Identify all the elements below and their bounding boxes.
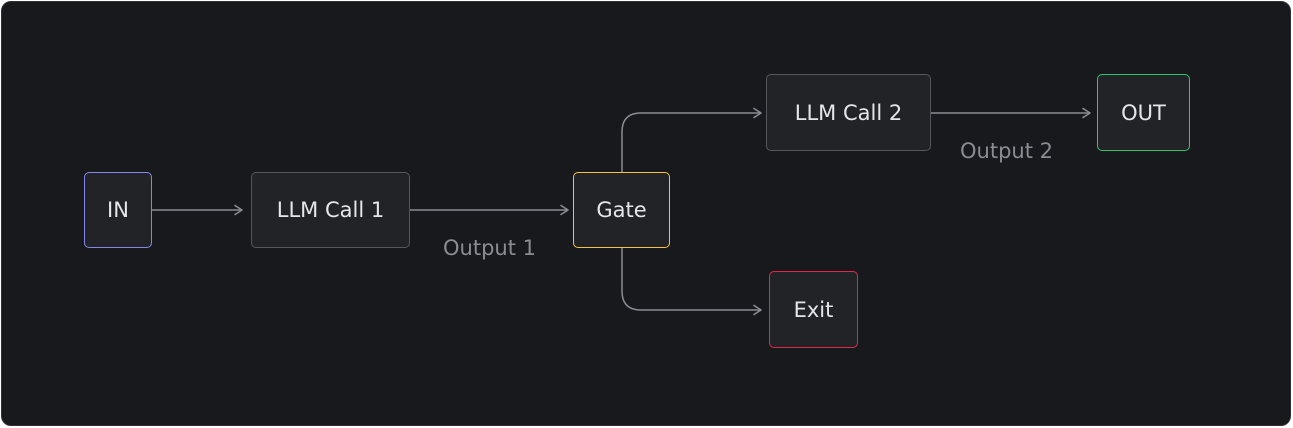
node-out-label: OUT <box>1121 100 1166 125</box>
node-gate-label: Gate <box>596 198 647 222</box>
node-out: OUT <box>1097 74 1190 151</box>
edge-gate-to-exit <box>621 248 762 316</box>
node-llm-call-1-label: LLM Call 1 <box>276 198 385 222</box>
node-in: IN <box>84 172 152 248</box>
node-llm-call-2-label: LLM Call 2 <box>794 100 903 125</box>
edge-gate-to-llm2 <box>621 107 762 172</box>
edge-label-output-2: Output 2 <box>960 139 1053 163</box>
node-exit: Exit <box>769 271 858 348</box>
node-gate: Gate <box>573 172 670 248</box>
node-llm-call-2: LLM Call 2 <box>766 74 931 151</box>
node-exit-label: Exit <box>793 297 834 322</box>
node-llm-call-1: LLM Call 1 <box>251 172 410 248</box>
edge-label-output-1: Output 1 <box>443 236 536 260</box>
node-in-label: IN <box>107 198 129 222</box>
